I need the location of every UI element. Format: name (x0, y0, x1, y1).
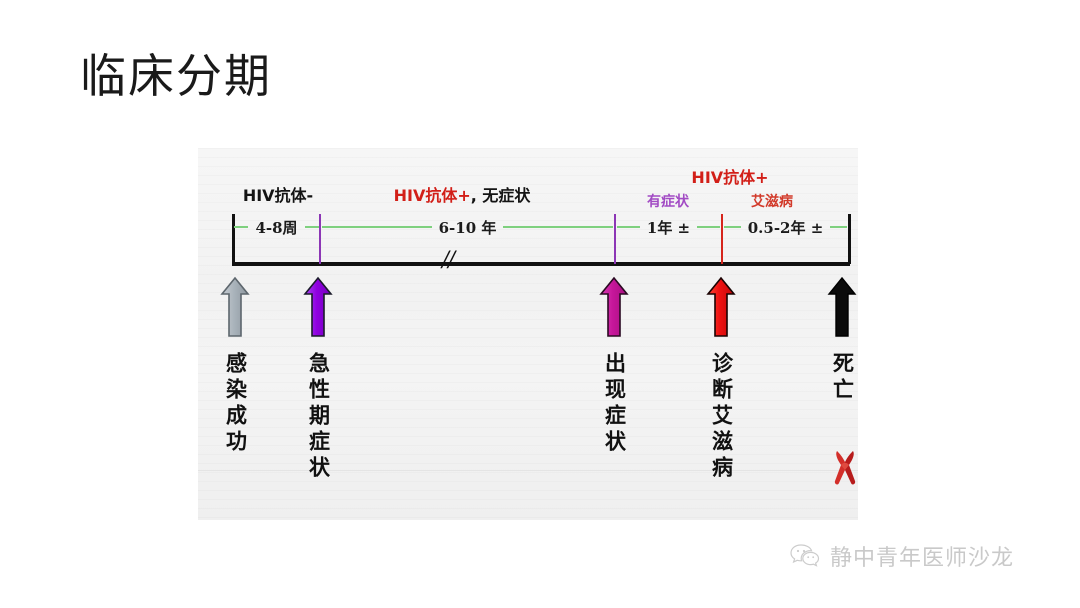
dash-left-icon (724, 226, 741, 228)
event-label-acute-phase-symptoms: 急性期症状 (306, 352, 331, 482)
phase-header-hiv-negative: HIV抗体- (242, 186, 314, 205)
tick-death (848, 214, 851, 264)
watermark: 静中青年医师沙龙 (790, 540, 1014, 572)
dash-right-icon (697, 226, 721, 228)
duration-window-period-label: 4-8周 (255, 218, 298, 237)
dash-left-icon (322, 226, 432, 228)
arrow-death (827, 276, 857, 338)
aids-ribbon-icon (830, 448, 858, 488)
arrow-symptoms-appear (599, 276, 629, 338)
phase-header-symptomatic: 有症状 (647, 194, 689, 210)
dash-right-icon (304, 226, 319, 228)
duration-latency-period: 6-10 年 (322, 214, 614, 240)
event-label-death: 死亡 (830, 352, 855, 404)
event-label-aids-diagnosis: 诊断艾滋病 (709, 352, 734, 482)
phase-header-hiv-positive-asymptomatic: HIV抗体+, 无症状 (394, 182, 531, 206)
wechat-icon (790, 543, 820, 569)
duration-aids-period-label: 0.5-2年 ± (747, 218, 824, 237)
panel-seam-line (198, 470, 858, 471)
duration-symptomatic-period-label: 1年 ± (646, 218, 691, 237)
page-title: 临床分期 (80, 49, 272, 103)
dash-right-icon (503, 226, 614, 228)
arrow-aids-diagnosis (706, 276, 736, 338)
duration-window-period: 4-8周 (234, 214, 319, 240)
tick-start-infection (232, 214, 235, 264)
tick-aids-diagnosis (721, 214, 723, 264)
timeline-break-mark: // (442, 247, 455, 271)
duration-latency-period-label: 6-10 年 (438, 218, 497, 237)
watermark-text: 静中青年医师沙龙 (830, 546, 1015, 571)
phase-header-hiv-positive-text: HIV抗体+ (393, 186, 471, 205)
dash-left-icon (234, 226, 249, 228)
arrow-acute-phase-symptoms (303, 276, 333, 338)
duration-aids-period: 0.5-2年 ± (724, 214, 847, 240)
phase-header-aids: 艾滋病 (751, 194, 793, 210)
phase-header-asymptomatic-text: , 无症状 (470, 186, 531, 205)
tick-symptoms-appear (614, 214, 616, 264)
phase-header-hiv-positive-symptomatic: HIV抗体+ (691, 168, 769, 187)
timeline-baseline (232, 262, 850, 266)
event-label-symptoms-appear: 出现症状 (602, 352, 627, 456)
event-label-infection-success: 感染成功 (223, 352, 248, 456)
duration-symptomatic-period: 1年 ± (617, 214, 721, 240)
dash-right-icon (830, 226, 847, 228)
dash-left-icon (617, 226, 640, 228)
arrow-infection-success (220, 276, 250, 338)
tick-acute-phase (319, 214, 321, 264)
clinical-staging-diagram: HIV抗体- HIV抗体+, 无症状 HIV抗体+ 有症状 艾滋病 // 4-8… (198, 148, 858, 520)
